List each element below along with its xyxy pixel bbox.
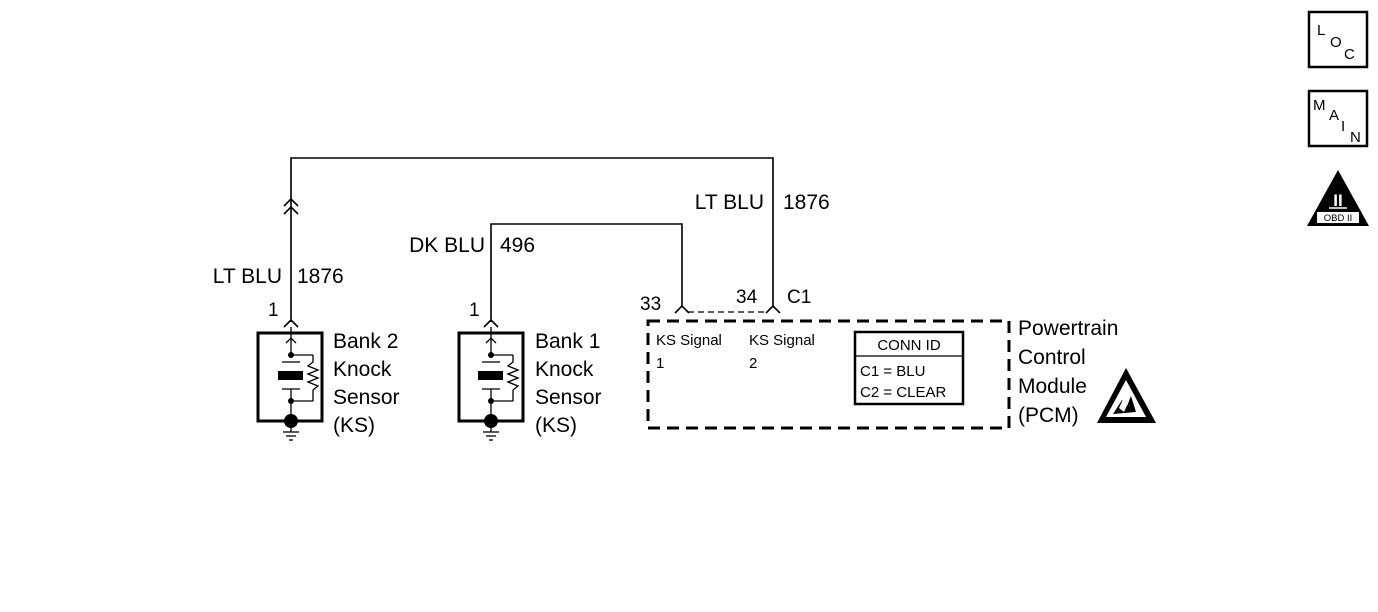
sensor-label-line4: (KS) bbox=[333, 414, 375, 437]
pcm-signal-label: KS Signal bbox=[749, 332, 815, 349]
pcm-pin-33: 33 bbox=[640, 294, 661, 315]
conn-id-title: CONN ID bbox=[877, 337, 941, 354]
pcm-signal-label: KS Signal bbox=[656, 332, 722, 349]
bank1-knock-sensor: 1 Bank 1 Knock Sensor (KS) bbox=[457, 300, 602, 441]
sensor-label-line2: Knock bbox=[333, 358, 392, 381]
sensor-label-line1: Bank 1 bbox=[535, 330, 600, 353]
sensor-label-line3: Sensor bbox=[333, 386, 400, 409]
sensor-label-line3: Sensor bbox=[535, 386, 602, 409]
sensor-label-line1: Bank 2 bbox=[333, 330, 398, 353]
pcm-signal-number: 1 bbox=[656, 355, 664, 372]
wire-dk-blu-496 bbox=[490, 223, 683, 322]
pcm-connector-id: C1 bbox=[787, 287, 811, 308]
wire-color-label: LT BLU bbox=[695, 191, 764, 214]
wire-circuit-label: 1876 bbox=[783, 191, 830, 214]
ground-icon bbox=[283, 414, 299, 441]
connector-icon bbox=[765, 304, 781, 314]
pcm-name-line3: Module bbox=[1018, 375, 1087, 398]
conn-id-table: CONN ID C1 = BLU C2 = CLEAR bbox=[853, 330, 965, 406]
pcm-module: 33 34 C1 KS Signal 1 KS Signal 2 CONN ID… bbox=[640, 287, 1156, 430]
pcm-pin-34: 34 bbox=[736, 287, 758, 308]
connector-icon bbox=[283, 318, 299, 328]
connector-icon bbox=[674, 304, 690, 314]
pcm-name-line2: Control bbox=[1018, 346, 1086, 369]
main-letter-n: N bbox=[1350, 129, 1361, 146]
main-letter-i: I bbox=[1341, 118, 1345, 135]
loc-letter-c: C bbox=[1344, 46, 1355, 63]
wire-color-label: LT BLU bbox=[213, 265, 282, 288]
main-letter-a: A bbox=[1329, 107, 1339, 124]
pcm-signal-number: 2 bbox=[749, 355, 757, 372]
sensor-pin-number: 1 bbox=[469, 300, 480, 321]
ground-icon bbox=[483, 414, 499, 441]
conn-id-c2: C2 = CLEAR bbox=[860, 384, 946, 401]
pcm-name-line4: (PCM) bbox=[1018, 404, 1079, 427]
wire-circuit-label: 496 bbox=[500, 234, 535, 257]
wire-color-label: DK BLU bbox=[409, 234, 485, 257]
bank2-knock-sensor: 1 Bank 2 Knock Sensor (KS) bbox=[256, 300, 400, 441]
wire-circuit-label: 1876 bbox=[297, 265, 344, 288]
sensor-pin-number: 1 bbox=[268, 300, 279, 321]
main-button[interactable]: M A I N bbox=[1307, 89, 1369, 148]
pcm-name-line1: Powertrain bbox=[1018, 317, 1118, 340]
main-letter-m: M bbox=[1313, 97, 1326, 114]
wire-lt-blu-1876 bbox=[283, 157, 774, 322]
sensor-label-line4: (KS) bbox=[535, 414, 577, 437]
obd-label: OBD II bbox=[1324, 213, 1353, 224]
esd-warning-icon bbox=[1097, 368, 1156, 423]
obd-numeral: II bbox=[1333, 191, 1342, 210]
loc-button[interactable]: L O C bbox=[1307, 10, 1369, 69]
obd-ii-icon[interactable]: II OBD II bbox=[1307, 170, 1369, 226]
loc-letter-l: L bbox=[1317, 22, 1325, 39]
loc-letter-o: O bbox=[1330, 34, 1342, 51]
sensor-label-line2: Knock bbox=[535, 358, 594, 381]
conn-id-c1: C1 = BLU bbox=[860, 363, 925, 380]
connector-icon bbox=[483, 318, 499, 328]
